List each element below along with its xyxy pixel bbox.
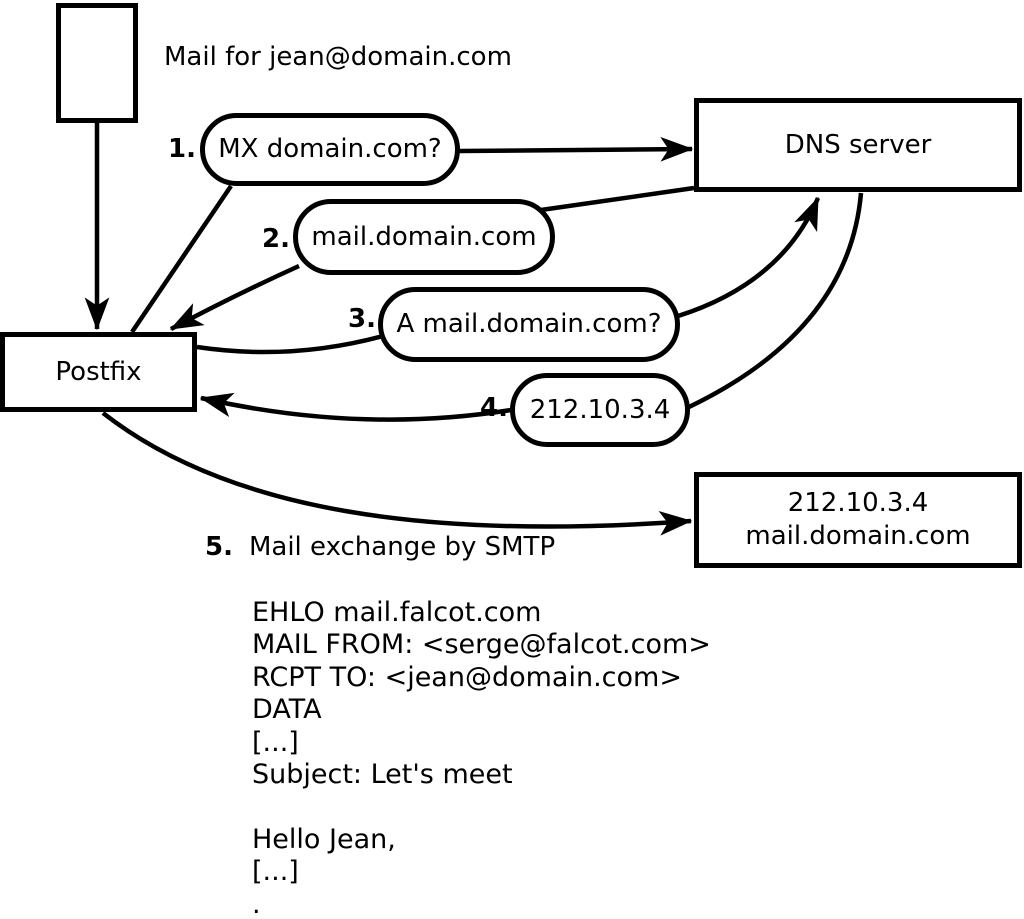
smtp-session-transcript: EHLO mail.falcot.com MAIL FROM: <serge@f… <box>252 597 711 919</box>
postfix-node: Postfix <box>0 332 197 412</box>
step5-number: 5. <box>205 532 233 562</box>
arrow-step3-to-dns <box>677 196 821 319</box>
step3-query-label: A mail.domain.com? <box>396 309 662 339</box>
step2-response-label: mail.domain.com <box>311 221 537 252</box>
line-dns-to-step4 <box>688 192 864 410</box>
arrow-postfix-to-destination <box>101 411 693 536</box>
step3-number: 3. <box>348 304 376 334</box>
dns-server-label: DNS server <box>784 129 932 160</box>
arrow-step1-to-dns <box>458 136 694 162</box>
step5-caption: 5. Mail exchange by SMTP <box>205 531 555 563</box>
destination-hostname-label: mail.domain.com <box>745 521 971 551</box>
step5-label: Mail exchange by SMTP <box>248 532 556 562</box>
dns-server-node: DNS server <box>694 98 1022 192</box>
step4-response-label: 212.10.3.4 <box>529 394 671 425</box>
step1-number: 1. <box>168 134 196 164</box>
step1-query-label: MX domain.com? <box>218 134 442 164</box>
step2-response-bubble: mail.domain.com <box>293 199 555 275</box>
step4-number: 4. <box>480 393 508 423</box>
step3-query-bubble: A mail.domain.com? <box>378 287 680 362</box>
step4-response-bubble: 212.10.3.4 <box>510 373 690 447</box>
arrow-step2-to-postfix <box>169 263 300 331</box>
destination-ip-label: 212.10.3.4 <box>787 488 929 518</box>
line-dns-to-step2 <box>533 185 695 214</box>
mail-message-icon <box>56 3 138 123</box>
intro-label: Mail for jean@domain.com <box>164 42 512 72</box>
destination-server-node: 212.10.3.4 mail.domain.com <box>694 472 1022 568</box>
line-postfix-to-step3 <box>196 333 384 355</box>
postfix-label: Postfix <box>55 356 142 387</box>
step2-number: 2. <box>262 224 290 254</box>
step1-query-bubble: MX domain.com? <box>200 113 460 186</box>
arrow-step4-to-postfix <box>199 392 512 422</box>
line-postfix-to-step1 <box>130 184 233 334</box>
